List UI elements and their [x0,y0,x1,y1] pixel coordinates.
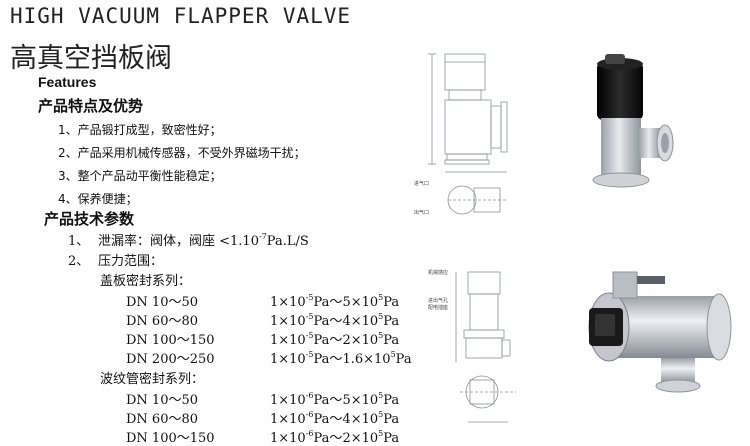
plate-pressure-2: 1×10-5Pa～4×105Pa [270,312,400,330]
feature-item-3: 3、整个产品动平衡性能稳定； [58,169,222,183]
features-label: Features [38,74,97,90]
bellows-pressure-3: 1×10-6Pa～2×105Pa [270,429,400,446]
valve-technical-drawing-top: 进气口 出气口 [414,53,508,216]
plate-dn-2: DN 60～80 [126,314,199,329]
specs-heading: 产品技术参数 [44,210,135,228]
drawing-label-socket: 配电插座 [428,304,448,311]
bellows-pressure-1: 1×10-6Pa～5×105Pa [270,391,400,409]
valve-technical-drawing-bottom: 机械感应 进出气孔 配电插座 [428,269,516,423]
drawing-label-sensor: 机械感应 [428,269,448,276]
bellows-dn-3: DN 100～150 [126,431,215,446]
bellows-series-label: 波纹管密封系列： [100,372,205,387]
pressure-number: 2、 [68,254,90,269]
plate-dn-1: DN 10～50 [126,295,199,310]
feature-item-4: 4、保养便捷； [58,192,138,206]
plate-series-label: 盖板密封系列： [100,274,192,289]
drawing-label-inlet: 进气口 [414,180,429,187]
pressure-label: 压力范围： [98,254,164,269]
plate-pressure-1: 1×10-5Pa～5×105Pa [270,293,400,311]
valve-product-image-top [592,54,674,188]
plate-pressure-4: 1×10-5Pa～1.6×105Pa [270,350,412,368]
bellows-pressure-2: 1×10-6Pa～4×105Pa [270,410,400,428]
features-heading: 产品特点及优势 [38,97,144,115]
plate-pressure-3: 1×10-5Pa～2×105Pa [270,331,400,349]
drawing-label-port: 进出气孔 [428,297,448,304]
plate-dn-3: DN 100～150 [126,333,215,348]
leak-rate-number: 1、 [68,234,90,249]
leak-rate-line: 泄漏率：阀体，阀座 <1.10-7Pa.L/S [98,232,309,250]
bellows-dn-2: DN 60～80 [126,412,199,427]
plate-dn-4: DN 200～250 [126,352,215,367]
title-english: HIGH VACUUM FLAPPER VALVE [10,4,352,28]
drawing-label-outlet: 出气口 [414,209,429,216]
valve-product-image-bottom [588,271,732,393]
bellows-dn-1: DN 10～50 [126,393,199,408]
feature-item-1: 1、产品锻打成型，致密性好； [58,123,222,137]
title-chinese: 高真空挡板阀 [10,43,172,74]
feature-item-2: 2、产品采用机械传感器，不受外界磁场干扰； [58,146,306,160]
